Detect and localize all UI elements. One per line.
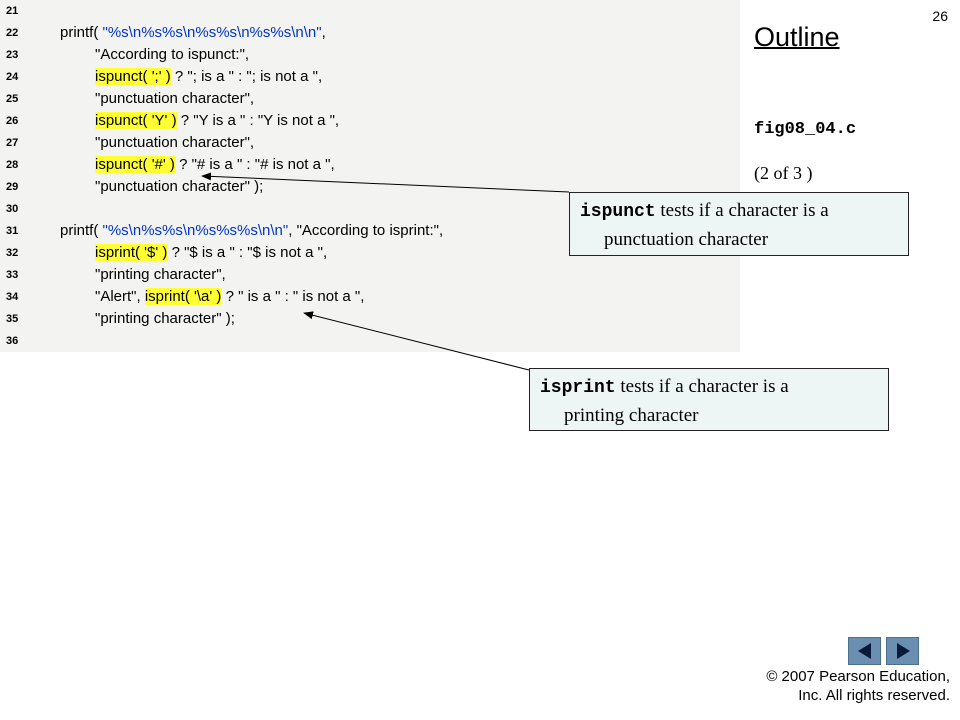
code-line: 36 xyxy=(0,330,740,352)
callout-text-line2: punctuation character xyxy=(604,229,769,250)
code-token: "Alert", xyxy=(95,288,145,305)
code-token: ? " is a " : " is not a ", xyxy=(221,288,365,305)
code-line: 31 printf( "%s\n%s%s\n%s%s%s\n\n", "Accor… xyxy=(0,220,740,242)
code-text: "printing character" ); xyxy=(95,308,235,330)
callout-keyword: isprint xyxy=(540,378,616,398)
code-line: 26 ispunct( 'Y' ) ? "Y is a " : "Y is not… xyxy=(0,110,740,132)
line-number: 21 xyxy=(6,5,19,17)
code-line: 27 "punctuation character", xyxy=(0,132,740,154)
code-line: 23 "According to ispunct:", xyxy=(0,44,740,66)
code-token: ? "; is a " : "; is not a ", xyxy=(170,68,323,85)
code-token: "printing character", xyxy=(95,266,226,283)
line-number: 31 xyxy=(6,225,19,237)
line-number: 35 xyxy=(6,313,19,325)
line-number: 27 xyxy=(6,137,19,149)
code-token: , "According to isprint:", xyxy=(288,222,444,239)
line-number: 25 xyxy=(6,93,19,105)
code-line: 21 xyxy=(0,0,740,22)
next-arrow-icon xyxy=(896,643,910,659)
code-token: printf( xyxy=(60,24,103,41)
highlighted-call: ispunct( '#' ) xyxy=(95,156,175,173)
line-number: 32 xyxy=(6,247,19,259)
code-text: printf( "%s\n%s%s\n%s%s%s\n\n", "Accordi… xyxy=(60,220,443,242)
code-line: 33 "printing character", xyxy=(0,264,740,286)
line-number: 26 xyxy=(6,115,19,127)
code-line: 24 ispunct( ';' ) ? "; is a " : "; is not… xyxy=(0,66,740,88)
callout-text: tests if a character is a xyxy=(615,376,789,397)
highlighted-call: ispunct( ';' ) xyxy=(95,68,171,85)
line-number: 28 xyxy=(6,159,19,171)
code-token: "According to ispunct:", xyxy=(95,46,250,63)
callout-keyword: ispunct xyxy=(580,202,656,222)
prev-slide-button[interactable] xyxy=(848,637,881,665)
code-token: printf( xyxy=(60,222,103,239)
line-number: 36 xyxy=(6,335,19,347)
prev-arrow-icon xyxy=(857,643,871,659)
line-number: 34 xyxy=(6,291,19,303)
code-token: ? "Y is a " : "Y is not a ", xyxy=(176,112,340,129)
line-number: 22 xyxy=(6,27,19,39)
code-line: 28 ispunct( '#' ) ? "# is a " : "# is not… xyxy=(0,154,740,176)
format-string: "%s\n%s%s\n%s%s\n%s%s\n\n" xyxy=(102,24,322,41)
code-text: "Alert", isprint( '\a' ) ? " is a " : " … xyxy=(95,286,364,308)
page-number: 26 xyxy=(932,8,948,24)
copyright-line1: © 2007 Pearson Education, xyxy=(766,668,950,685)
code-text: isprint( '$' ) ? "$ is a " : "$ is not a… xyxy=(95,242,327,264)
code-line: 30 xyxy=(0,198,740,220)
code-text: printf( "%s\n%s%s\n%s%s\n%s%s\n\n", xyxy=(60,22,326,44)
code-line: 22 printf( "%s\n%s%s\n%s%s\n%s%s\n\n", xyxy=(0,22,740,44)
code-text: ispunct( 'Y' ) ? "Y is a " : "Y is not a… xyxy=(95,110,339,132)
ispunct-callout: ispunct tests if a character is a punctu… xyxy=(569,192,909,256)
ispunct-arrow xyxy=(201,172,570,193)
highlighted-call: isprint( '$' ) xyxy=(95,244,168,261)
code-text: "punctuation character", xyxy=(95,132,254,154)
code-token: ? "# is a " : "# is not a ", xyxy=(174,156,335,173)
isprint-callout: isprint tests if a character is a printi… xyxy=(529,368,889,431)
highlighted-call: isprint( '\a' ) xyxy=(144,288,222,305)
copyright: © 2007 Pearson Education, Inc. All right… xyxy=(766,667,950,705)
code-token: "punctuation character", xyxy=(95,134,255,151)
line-number: 24 xyxy=(6,71,19,83)
code-token: "printing character" ); xyxy=(95,310,235,327)
code-text: ispunct( ';' ) ? "; is a " : "; is not a… xyxy=(95,66,322,88)
code-line: 35 "printing character" ); xyxy=(0,308,740,330)
code-line: 34 "Alert", isprint( '\a' ) ? " is a " : … xyxy=(0,286,740,308)
code-token: , xyxy=(321,24,326,41)
code-line: 29 "punctuation character" ); xyxy=(0,176,740,198)
copyright-line2: Inc. All rights reserved. xyxy=(798,687,950,704)
outline-title[interactable]: Outline xyxy=(754,22,840,52)
next-slide-button[interactable] xyxy=(886,637,919,665)
code-text: "punctuation character" ); xyxy=(95,176,263,198)
line-number: 23 xyxy=(6,49,19,61)
line-number: 30 xyxy=(6,203,19,215)
line-number: 29 xyxy=(6,181,19,193)
code-text: "punctuation character", xyxy=(95,88,254,110)
code-line: 32 isprint( '$' ) ? "$ is a " : "$ is not… xyxy=(0,242,740,264)
code-text: ispunct( '#' ) ? "# is a " : "# is not a… xyxy=(95,154,335,176)
code-token: "punctuation character", xyxy=(95,90,255,107)
highlighted-call: ispunct( 'Y' ) xyxy=(95,112,177,129)
code-token: ? "$ is a " : "$ is not a ", xyxy=(167,244,328,261)
file-name: fig08_04.c xyxy=(754,120,857,139)
line-number: 33 xyxy=(6,269,19,281)
code-text: "printing character", xyxy=(95,264,226,286)
callout-text-line2: printing character xyxy=(564,405,699,426)
isprint-arrow xyxy=(303,311,530,371)
callout-text: tests if a character is a xyxy=(655,200,829,221)
code-text: "According to ispunct:", xyxy=(95,44,249,66)
code-line: 25 "punctuation character", xyxy=(0,88,740,110)
format-string: "%s\n%s%s\n%s%s%s\n\n" xyxy=(102,222,289,239)
code-token: "punctuation character" ); xyxy=(95,178,264,195)
page-indicator: (2 of 3 ) xyxy=(754,163,813,183)
